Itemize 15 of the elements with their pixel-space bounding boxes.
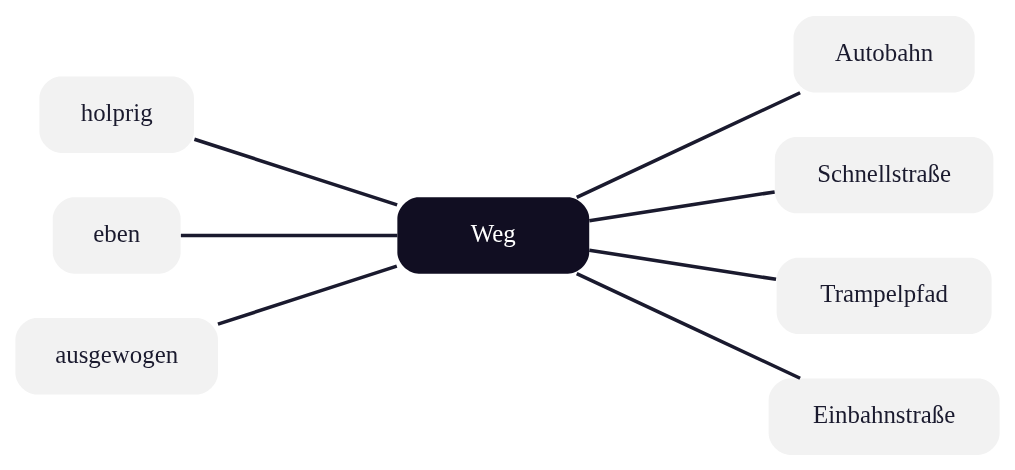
node-box: Schnellstraße: [774, 136, 994, 213]
connector: [575, 271, 801, 380]
node-box: ausgewogen: [15, 317, 218, 394]
node-box: Trampelpfad: [776, 257, 992, 334]
node-box: Autobahn: [793, 15, 975, 92]
connector: [180, 233, 398, 237]
connector: [575, 90, 801, 199]
node-box: eben: [52, 196, 181, 274]
connector: [589, 247, 777, 281]
node-box: holprig: [39, 76, 194, 153]
node-box: Weg: [397, 196, 590, 274]
connector: [193, 137, 398, 207]
connector: [217, 263, 398, 326]
connector: [589, 189, 775, 223]
node-box: Einbahnstraße: [768, 378, 1000, 455]
